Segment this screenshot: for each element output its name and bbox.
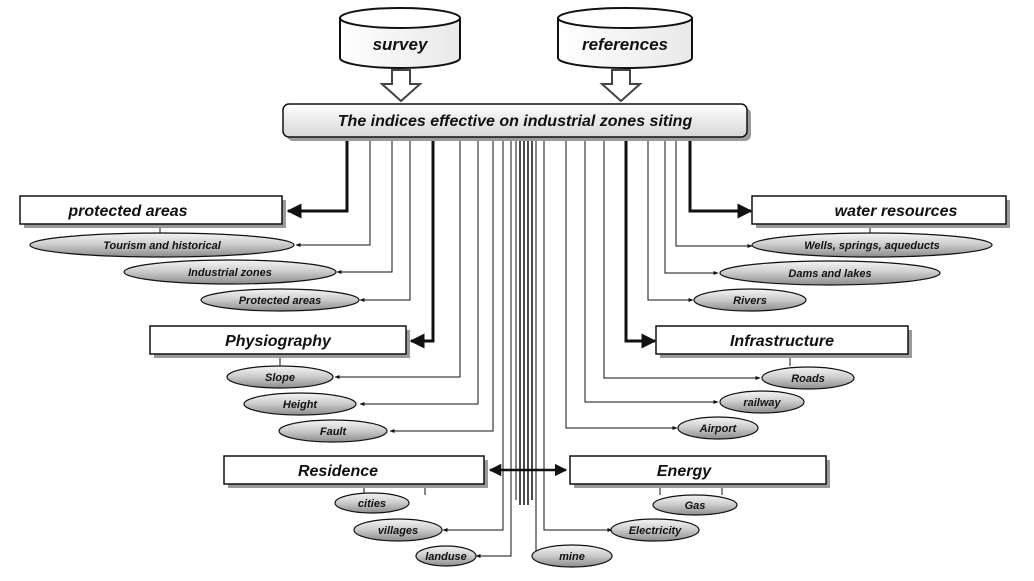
svg-text:cities: cities [358, 498, 386, 510]
item-mine: mine [531, 544, 613, 568]
category-energy: Energy [569, 455, 830, 488]
item-villages: villages [353, 518, 443, 542]
item-airport: Airport [677, 416, 759, 440]
svg-text:Rivers: Rivers [733, 295, 767, 307]
svg-text:Slope: Slope [265, 372, 295, 384]
svg-text:Roads: Roads [791, 373, 825, 385]
category-infrastructure-label: Infrastructure [730, 333, 834, 350]
references-label: references [582, 35, 668, 54]
category-infrastructure: Infrastructure [655, 325, 912, 358]
item-fault: Fault [278, 419, 388, 443]
item-electricity: Electricity [610, 518, 700, 542]
svg-text:Fault: Fault [320, 426, 348, 438]
svg-text:Gas: Gas [685, 500, 706, 512]
references-cylinder: references [557, 7, 693, 69]
category-residence: Residence [223, 455, 488, 488]
category-physiography-label: Physiography [225, 333, 332, 350]
connectors [159, 141, 871, 558]
item-cities: cities [334, 492, 410, 514]
category-water-resources-label: water resources [835, 203, 958, 220]
main-indices-title: The indices effective on industrial zone… [338, 113, 693, 130]
item-wells-springs-aqueducts: Wells, springs, aqueducts [751, 232, 993, 258]
svg-text:Dams and lakes: Dams and lakes [788, 268, 871, 280]
category-physiography: Physiography [149, 325, 410, 358]
svg-text:Protected areas: Protected areas [239, 295, 322, 307]
item-dams-and-lakes: Dams and lakes [719, 260, 941, 286]
survey-block-arrow [379, 69, 423, 103]
survey-label: survey [373, 35, 429, 54]
svg-text:landuse: landuse [425, 551, 467, 563]
survey-cylinder: survey [339, 7, 461, 69]
svg-text:Airport: Airport [699, 423, 738, 435]
category-protected-areas: protected areas [19, 195, 286, 228]
svg-text:mine: mine [559, 551, 585, 563]
item-protected-areas: Protected areas [200, 288, 360, 312]
svg-text:Height: Height [283, 399, 319, 411]
category-protected-areas-label: protected areas [67, 203, 187, 220]
category-energy-label: Energy [657, 463, 712, 480]
svg-text:Electricity: Electricity [629, 525, 682, 537]
item-landuse: landuse [415, 545, 477, 567]
item-industrial-zones: Industrial zones [123, 259, 337, 285]
svg-text:villages: villages [378, 525, 418, 537]
item-height: Height [243, 392, 357, 416]
svg-text:Industrial zones: Industrial zones [188, 267, 272, 279]
main-indices-box: The indices effective on industrial zone… [282, 103, 751, 141]
references-block-arrow [599, 69, 643, 103]
item-rivers: Rivers [693, 288, 807, 312]
category-residence-label: Residence [298, 463, 378, 480]
item-gas: Gas [652, 494, 738, 516]
item-slope: Slope [226, 365, 334, 389]
item-tourism-and-historical: Tourism and historical [29, 232, 295, 258]
item-roads: Roads [761, 366, 855, 390]
category-water-resources: water resources [751, 195, 1010, 228]
svg-text:railway: railway [743, 397, 781, 409]
svg-text:Tourism and historical: Tourism and historical [103, 240, 222, 252]
svg-text:Wells, springs, aqueducts: Wells, springs, aqueducts [804, 240, 940, 252]
item-railway: railway [719, 390, 805, 414]
